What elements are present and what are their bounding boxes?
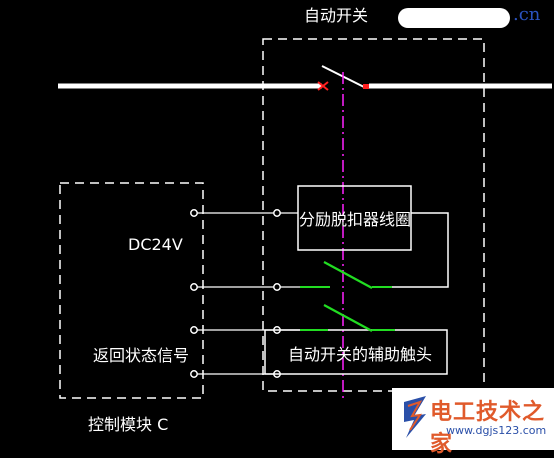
status-signal-label: 返回状态信号 (93, 346, 189, 365)
aux-contact-box (264, 329, 448, 375)
auto-switch-box (262, 38, 485, 392)
voltage-label: DC24V (128, 235, 183, 254)
terminal (273, 283, 281, 291)
watermark-url: www.dgjs123.com (446, 424, 547, 437)
terminal (190, 326, 198, 334)
coil-box (297, 185, 412, 251)
redacted-text (398, 8, 510, 28)
title-label: 自动开关 (304, 6, 368, 25)
module-label: 控制模块 C (88, 415, 168, 434)
aux-contact-label: 自动开关的辅助触头 (288, 345, 432, 364)
terminal (190, 370, 198, 378)
terminal (273, 209, 281, 217)
breaker-mark-right (363, 84, 369, 89)
title-suffix: .cn (513, 4, 541, 25)
contact-blade (323, 261, 373, 289)
contact-blade (323, 304, 373, 332)
breaker-mark-left2 (317, 81, 329, 91)
coil-return-wire (374, 212, 449, 288)
watermark-logo-icon (404, 396, 426, 438)
terminal (190, 283, 198, 291)
control-module-box (59, 182, 204, 399)
coil-label: 分励脱扣器线圈 (299, 210, 411, 229)
main-breaker-contact (321, 65, 367, 89)
terminal (190, 209, 198, 217)
terminal (273, 370, 281, 378)
